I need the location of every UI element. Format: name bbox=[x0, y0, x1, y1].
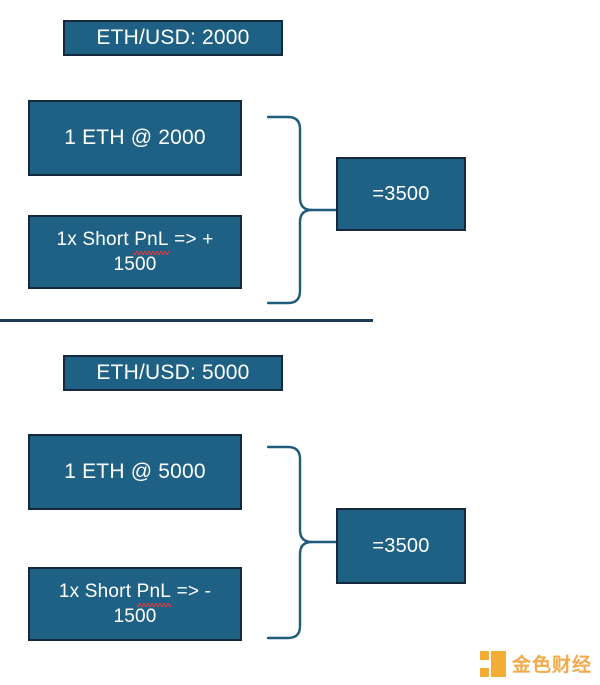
section-2-asset-box: 1 ETH @ 5000 bbox=[28, 434, 242, 510]
watermark: 金色财经 bbox=[480, 650, 592, 677]
pnl-prefix-2: 1x Short bbox=[58, 580, 137, 602]
pnl-suffix-1: => + 1500 bbox=[113, 228, 214, 275]
section-1-pnl-box: 1x Short PnL => + 1500 bbox=[28, 215, 242, 289]
section-1-total-box: =3500 bbox=[336, 157, 466, 231]
section-1-pnl-text: 1x Short PnL => + 1500 bbox=[56, 228, 213, 277]
watermark-text: 金色财经 bbox=[512, 654, 593, 676]
section-2-pnl-text: 1x Short PnL => - 1500 bbox=[59, 580, 211, 629]
section-1-asset-box: 1 ETH @ 2000 bbox=[28, 100, 242, 176]
pnl-misspelled-word-2: PnL bbox=[136, 580, 172, 607]
section-2-header-box: ETH/USD: 5000 bbox=[63, 355, 283, 391]
pnl-suffix-2: => - 1500 bbox=[113, 580, 212, 627]
section-2-pnl-box: 1x Short PnL => - 1500 bbox=[28, 567, 242, 641]
section-divider bbox=[0, 319, 373, 322]
jinse-finance-logo-icon bbox=[480, 650, 506, 677]
pnl-misspelled-word-1: PnL bbox=[134, 228, 170, 255]
section-2-total-box: =3500 bbox=[336, 508, 466, 584]
section-1-header-box: ETH/USD: 2000 bbox=[63, 20, 283, 56]
pnl-prefix-1: 1x Short bbox=[56, 228, 135, 250]
